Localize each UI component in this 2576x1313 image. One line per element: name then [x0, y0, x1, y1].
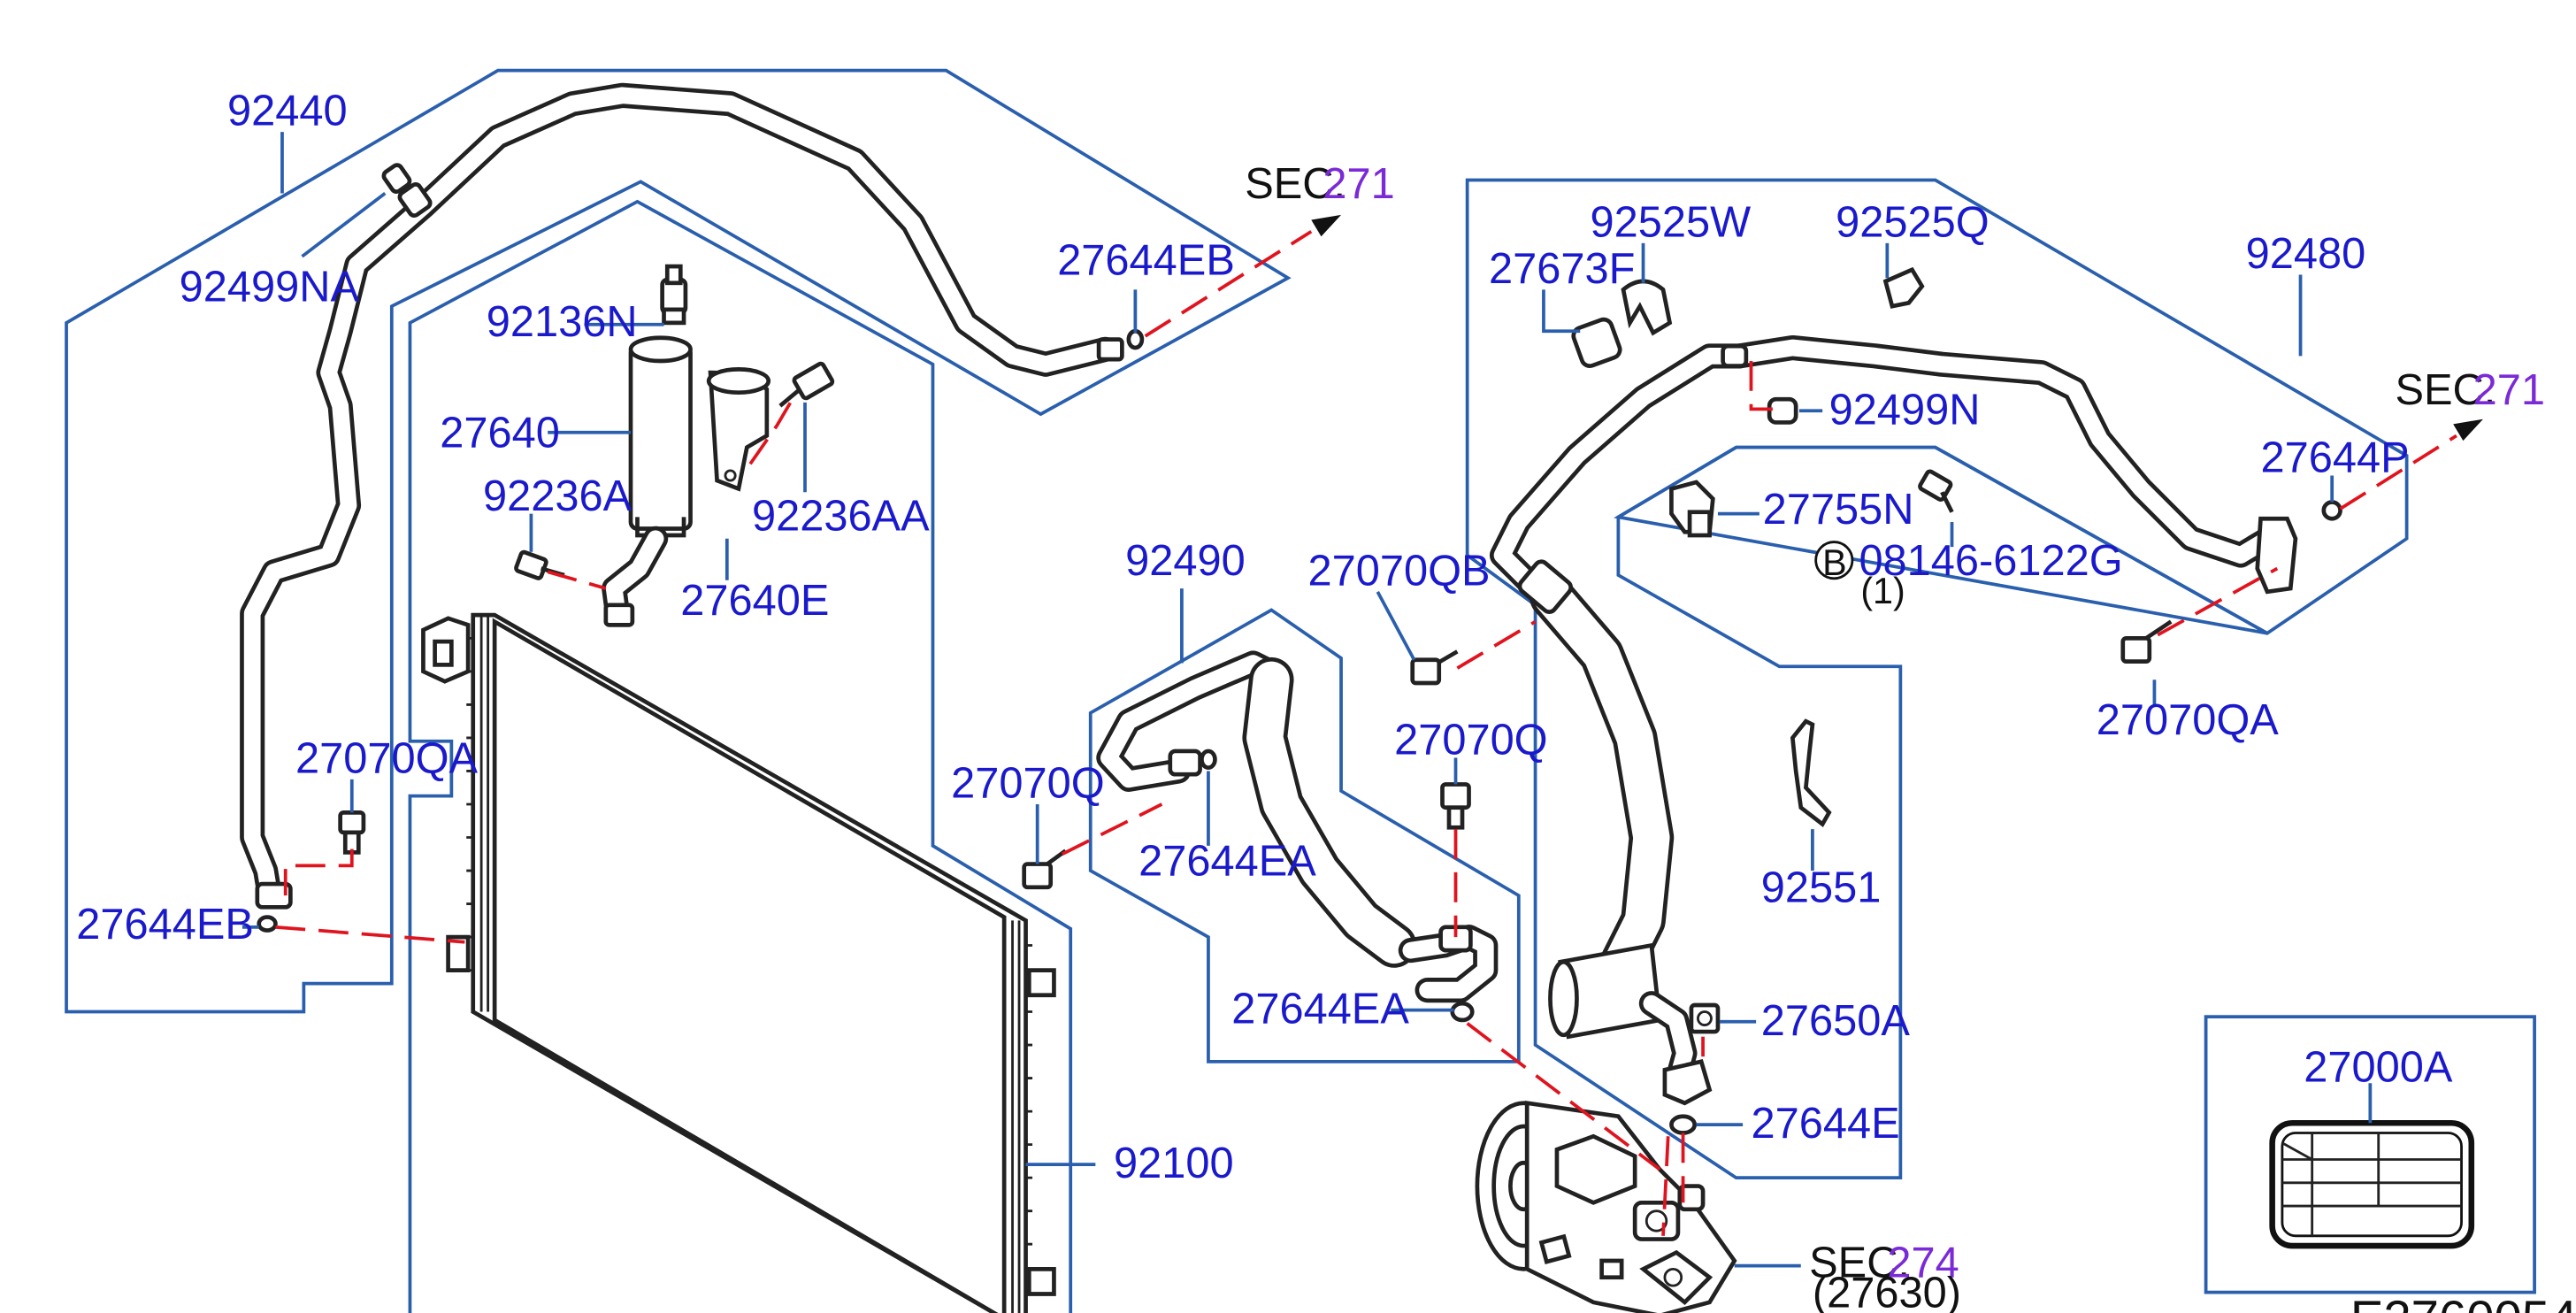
label-plate-27000A: [2269, 1119, 2475, 1249]
part-label-27070QB: 27070QB: [1308, 547, 1491, 595]
connection-lines: [275, 230, 2457, 1236]
cap-92499N-fitting: [1721, 343, 1749, 368]
cap-92499NA: [381, 163, 433, 218]
bolt-92236AA: [778, 361, 835, 408]
bolt-27070QB: [1410, 649, 1459, 686]
sec-number-compressor: 274: [1887, 1240, 1959, 1287]
bolt-27070Q-left: [1022, 848, 1067, 890]
bolt-27070Q-mid: [1440, 782, 1471, 830]
part-label-27640: 27640: [440, 410, 560, 457]
part-label-27070QA-right: 27070QA: [2097, 696, 2280, 744]
cap-92499N: [1767, 396, 1798, 425]
group-box-92490: [1088, 608, 1521, 1063]
o-ring-27644E: [1669, 1114, 1698, 1135]
diagram-code: E2760054: [2350, 1290, 2576, 1313]
part-label-92525Q: 92525Q: [1836, 198, 1990, 246]
sensor-27755N: [1669, 480, 1715, 538]
part-label-27070QA-left: 27070QA: [295, 734, 479, 782]
group-box-27000A: [2204, 1015, 2536, 1294]
part-label-27644EB-top: 27644EB: [1057, 236, 1235, 284]
sec-number-top-left: 271: [1322, 160, 1394, 208]
bolt-27070QA-left: [338, 810, 366, 855]
part-label-27070Q-mid: 27070Q: [1394, 717, 1548, 764]
group-box-92440: [65, 68, 1292, 1014]
o-ring-27644EB-left: [257, 915, 278, 933]
part-label-92499NA: 92499NA: [180, 263, 360, 311]
sleeve-27673F: [1571, 317, 1622, 368]
part-label-27755N: 27755N: [1763, 486, 1914, 534]
receiver-drier-27640: [602, 335, 693, 627]
clip-92525W: [1621, 279, 1673, 336]
compressor-27630: [1475, 1101, 1737, 1313]
sec-prefix-compressor: SEC.: [1809, 1240, 1910, 1287]
bolt-27070QA-right: [2120, 619, 2173, 664]
part-label-92236AA: 92236AA: [752, 492, 930, 540]
part-label-92490: 92490: [1125, 537, 1246, 585]
bolt-marker-letter: B: [1822, 542, 1847, 583]
nut-27650A: [1689, 1002, 1721, 1034]
part-qty-08146-6122G: (1): [1860, 571, 1905, 611]
part-label-27644EB-left: 27644EB: [76, 901, 254, 948]
pressure-switch-92136N: [660, 264, 688, 326]
part-label-27644P: 27644P: [2261, 434, 2410, 482]
pipe-92480: [1489, 334, 2298, 1106]
arrow-sec271-left: [1311, 214, 1342, 237]
o-ring-27644P: [2321, 500, 2342, 521]
sec-sub-compressor: (27630): [1813, 1270, 1961, 1313]
part-label-27000A: 27000A: [2304, 1043, 2453, 1091]
group-box-92480: [1465, 178, 2409, 1180]
pipe-92490: [1096, 650, 1499, 1003]
o-ring-27644EB-top: [1126, 328, 1145, 350]
part-label-92100: 92100: [1114, 1140, 1234, 1187]
bolt-08146-6122G: [1918, 469, 1954, 513]
part-label-27070Q-left: 27070Q: [951, 759, 1105, 807]
sec-prefix-top-left: SEC.: [1245, 160, 1346, 208]
part-label-92551: 92551: [1761, 864, 1882, 912]
o-ring-27644EA-top: [1200, 749, 1217, 771]
part-label-92480: 92480: [2246, 230, 2366, 278]
part-label-92499N: 92499N: [1829, 386, 1981, 434]
part-label-27644EA-top: 27644EA: [1138, 838, 1316, 886]
part-label-27640E: 27640E: [680, 577, 829, 625]
part-label-92136N: 92136N: [487, 298, 638, 346]
part-label-27673F: 27673F: [1489, 245, 1635, 293]
part-label-08146-6122G: 08146-6122G: [1859, 537, 2122, 585]
bolt-marker-circle: [1814, 541, 1854, 580]
clip-92525Q: [1882, 266, 1925, 309]
o-ring-27644EA-bottom: [1450, 1001, 1475, 1023]
part-label-27644E: 27644E: [1751, 1100, 1899, 1148]
part-label-92440: 92440: [227, 88, 348, 135]
pipe-92440: [240, 82, 1124, 910]
arrow-sec271-right: [2453, 418, 2483, 442]
part-label-92525W: 92525W: [1590, 198, 1751, 246]
part-label-92236A: 92236A: [483, 472, 632, 520]
part-label-27644EA-bottom: 27644EA: [1231, 986, 1409, 1033]
group-box-92499N-sub: [1614, 445, 2268, 635]
sec-prefix-top-right: SEC.: [2395, 366, 2496, 414]
condenser-92100: [421, 612, 1056, 1313]
group-box-condenser: [408, 199, 1073, 1313]
part-label-27650A: 27650A: [1761, 997, 1911, 1045]
bracket-27640E: [706, 367, 771, 492]
sec-number-top-right: 271: [2473, 366, 2545, 414]
bracket-92551: [1790, 718, 1832, 828]
leader-lines: [242, 132, 2373, 1268]
